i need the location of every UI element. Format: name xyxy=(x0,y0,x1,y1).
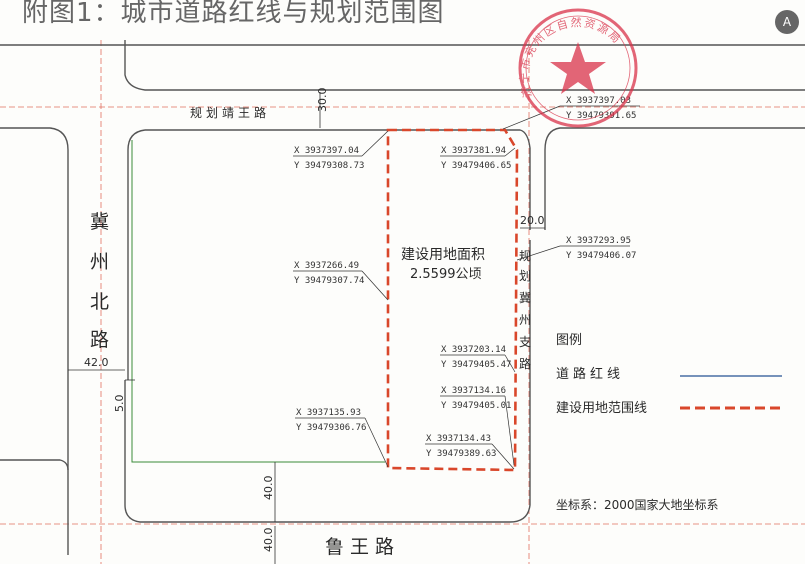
official-stamp: 济宁市兖州区自然资源局 xyxy=(517,8,638,128)
coord-point: X 3937266.49 Y 39479307.74 xyxy=(293,261,389,301)
coord-y: Y 39479306.76 xyxy=(296,423,366,433)
coord-x: X 3937203.14 xyxy=(441,345,506,355)
dimension-marks xyxy=(68,92,545,564)
legend-label-roadline: 道路红线 xyxy=(556,366,624,382)
coord-y: Y 39479405.01 xyxy=(441,401,511,411)
site-boundary xyxy=(386,128,519,472)
road-right-name: 规 划 冀 州 支 路 xyxy=(519,248,531,371)
coord-point: X 3937135.93 Y 39479306.76 xyxy=(295,408,389,468)
dim-bottom-a: 40.0 xyxy=(262,476,275,501)
road-right-char: 州 xyxy=(519,313,531,327)
coord-y: Y 39479406.07 xyxy=(566,251,636,261)
coord-point: X 3937134.43 Y 39479389.63 xyxy=(425,434,515,470)
road-left-name: 冀 州 北 路 xyxy=(90,211,109,351)
dim-bottom-b: 40.0 xyxy=(262,528,275,553)
road-right-char: 划 xyxy=(519,269,531,283)
road-right-char: 路 xyxy=(519,356,531,371)
coord-y: Y 39479307.74 xyxy=(294,276,364,286)
coord-point: X 3937134.16 Y 39479405.01 xyxy=(440,386,515,466)
translate-icon[interactable]: A xyxy=(775,10,799,34)
coord-x: X 3937266.49 xyxy=(294,261,359,271)
road-edges xyxy=(0,40,805,555)
legend-label-boundary: 建设用地范围线 xyxy=(556,401,647,416)
crs-label: 坐标系：2000国家大地坐标系 xyxy=(556,497,719,512)
coord-y: Y 39479308.73 xyxy=(294,161,364,171)
coord-point: X 3937203.14 Y 39479405.47 xyxy=(440,345,516,373)
road-bottom-name: 鲁王路 xyxy=(325,536,400,558)
road-top-name: 规划靖王路 xyxy=(190,105,270,120)
map-title: 附图1：城市道路红线与规划范围图 xyxy=(22,0,445,28)
road-centerlines xyxy=(0,40,805,564)
coord-x: X 3937397.04 xyxy=(294,146,359,156)
coord-point: X 3937397.03 Y 39479391.65 xyxy=(502,96,640,130)
road-left-char: 北 xyxy=(90,291,109,313)
coord-x: X 3937135.93 xyxy=(296,408,361,418)
legend: 图例 道路红线 建设用地范围线 xyxy=(556,333,782,416)
dim-right: 20.0 xyxy=(520,214,545,227)
road-left-char: 冀 xyxy=(90,211,109,233)
dim-left-offset: 5.0 xyxy=(113,395,126,413)
coord-y: Y 39479391.65 xyxy=(566,111,636,121)
coord-callouts: X 3937397.03 Y 39479391.65 X 3937397.04 … xyxy=(293,96,640,470)
coord-point: X 3937397.04 Y 39479308.73 xyxy=(293,130,389,171)
coord-point: X 3937381.94 Y 39479406.65 xyxy=(440,146,516,171)
road-left-char: 州 xyxy=(90,251,109,273)
dim-left: 42.0 xyxy=(84,356,109,369)
coord-y: Y 39479389.63 xyxy=(426,449,496,459)
coord-x: X 3937293.95 xyxy=(566,236,631,246)
coord-x: X 3937381.94 xyxy=(441,146,506,156)
road-left-char: 路 xyxy=(90,329,109,351)
coord-x: X 3937397.03 xyxy=(566,96,631,106)
dim-top: 30.0 xyxy=(316,88,329,113)
coord-y: Y 39479406.65 xyxy=(441,161,511,171)
coord-x: X 3937134.43 xyxy=(426,434,491,444)
site-area-label: 建设用地面积 xyxy=(401,247,485,263)
site-area-value: 2.5599公顷 xyxy=(410,267,482,282)
stamp-star-icon xyxy=(550,42,606,94)
legend-title: 图例 xyxy=(556,333,582,348)
road-right-char: 冀 xyxy=(519,291,531,305)
coord-point: X 3937293.95 Y 39479406.07 xyxy=(516,236,636,261)
road-right-char: 规 xyxy=(519,248,531,263)
road-right-char: 支 xyxy=(519,335,531,349)
road-redline-green xyxy=(131,140,385,463)
coord-y: Y 39479405.47 xyxy=(441,360,511,370)
coord-x: X 3937134.16 xyxy=(441,386,506,396)
